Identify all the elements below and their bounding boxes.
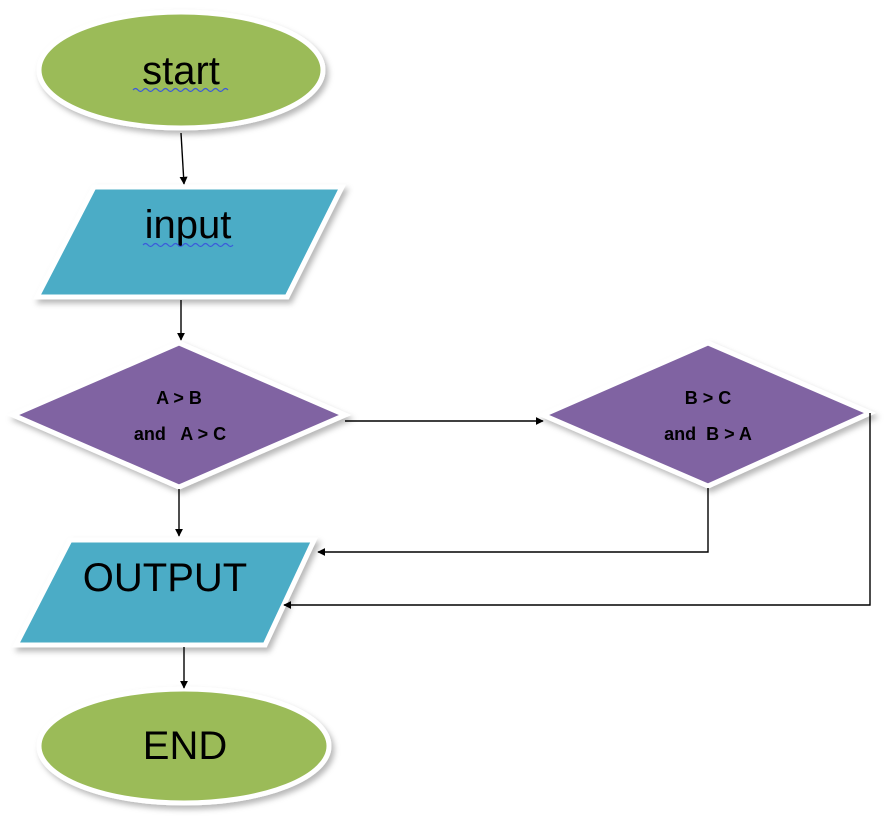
input-label: input: [145, 203, 232, 247]
decision-2-line2: and B > A: [664, 424, 752, 444]
decision-1-diamond: [6, 340, 352, 490]
start-spellcheck-underline: [132, 87, 229, 93]
start-label: start: [142, 49, 220, 93]
output-parallelogram: [11, 537, 318, 648]
arrow-start-to-input: [179, 132, 188, 185]
input-node: input: [32, 184, 347, 300]
input-spellcheck-underline: [142, 242, 234, 248]
end-label: END: [143, 724, 227, 768]
decision-1-line1: A > B: [156, 388, 202, 408]
decision-1-line2: and A > C: [134, 424, 226, 444]
decision-2-line1: B > C: [685, 388, 732, 408]
decision-2-node: B > C and B > A: [536, 340, 877, 489]
decision-2-diamond: [536, 340, 877, 489]
arrow-decision-2-to-output: [317, 488, 709, 556]
output-label: OUTPUT: [83, 556, 247, 600]
end-node: END: [36, 686, 332, 806]
end-ellipse: [36, 686, 332, 806]
output-node: OUTPUT: [11, 537, 318, 648]
input-parallelogram: [32, 184, 347, 300]
arrow-decision-2-right-to-output: [283, 413, 871, 609]
decision-1-node: A > B and A > C: [6, 340, 352, 490]
start-node: start: [36, 9, 326, 131]
start-ellipse: [36, 9, 326, 131]
connectors: [175, 132, 871, 689]
